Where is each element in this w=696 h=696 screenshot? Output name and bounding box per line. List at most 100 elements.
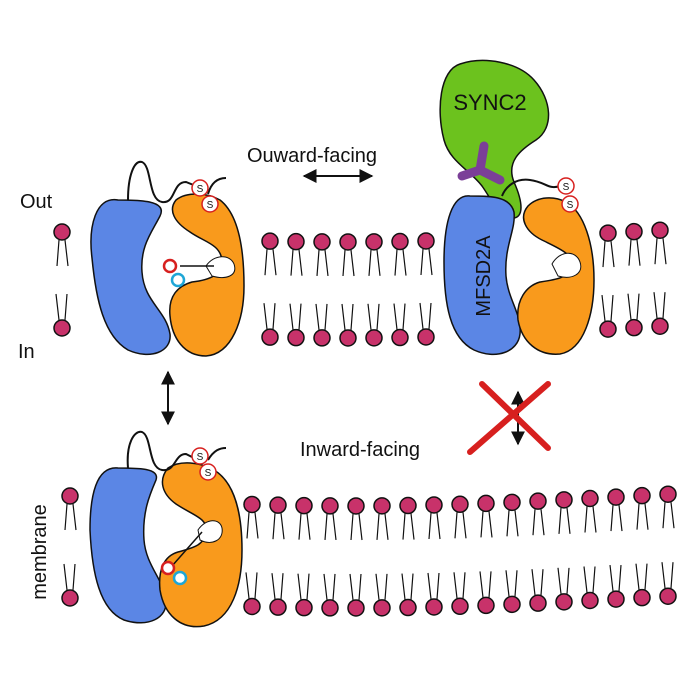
lipid-head-outer: [581, 489, 599, 508]
lipid-head-inner: [599, 320, 617, 338]
lipid-tails: [601, 241, 615, 322]
lipid-head-outer: [451, 495, 469, 514]
lipid-tails: [635, 503, 649, 590]
lipid-head-outer: [243, 495, 261, 514]
mfsd2a-label: MFSD2A: [473, 235, 495, 317]
lipid-tails: [479, 511, 493, 598]
lipid-tails: [349, 513, 363, 601]
lipid-tails: [367, 249, 381, 330]
mfsd2a-pocket: [551, 252, 582, 278]
lipid-head-inner: [391, 328, 409, 347]
label-out: Out: [20, 191, 53, 213]
substrate-tether-inward: [171, 531, 203, 567]
lipid-tails: [375, 513, 389, 600]
lipid-head-outer: [555, 491, 573, 509]
lipid-head-outer: [365, 233, 383, 251]
disulfide-s6: S: [205, 468, 212, 479]
transporter-inward: S S: [89, 430, 243, 628]
label-in: In: [18, 341, 35, 363]
lipid-head-inner: [347, 599, 365, 617]
lipid-head-inner: [287, 328, 305, 347]
lipid-tails: [627, 239, 641, 320]
lipid-head-outer: [651, 221, 669, 239]
disulfide-s2: S: [207, 200, 214, 211]
mfsd2a-blue-domain: [443, 195, 521, 356]
lipid-head-outer: [313, 233, 331, 251]
lipid-head-outer: [607, 488, 625, 506]
lipid-tails: [609, 505, 623, 592]
lipid-tails: [263, 249, 277, 330]
lipid-tails: [315, 249, 329, 330]
disulfide-badge: S S: [191, 179, 219, 213]
lipid-head-inner: [321, 599, 339, 617]
lipid-head-inner: [581, 591, 599, 610]
lipid-head-inner: [477, 596, 495, 615]
sync2-protein: [439, 59, 550, 219]
lipid-head-inner: [651, 317, 669, 335]
disulfide-s5: S: [197, 452, 204, 463]
transporter-outward-left: S S: [90, 160, 245, 357]
lipid-head-outer: [391, 232, 409, 251]
sync2-label: SYNC2: [453, 90, 526, 115]
tail-inward: [207, 447, 227, 461]
lipid-head-inner: [529, 594, 547, 612]
lipid-tails: [419, 248, 433, 330]
lipid-head-outer: [625, 222, 643, 241]
lipid-head-outer: [417, 232, 435, 250]
loop-inward: [126, 430, 195, 472]
lipid-head-inner: [339, 329, 357, 347]
disulfide-s3: S: [563, 182, 570, 193]
blocked-x-icon: [467, 381, 551, 455]
pocket-inward: [197, 520, 223, 543]
lipid-head-outer: [321, 497, 339, 515]
lipid-tails: [271, 513, 285, 600]
disulfide-badge-right: S S: [557, 177, 579, 213]
lipid-head-outer: [339, 233, 357, 251]
mfsd2a-loop: [501, 178, 561, 197]
disulfide-s1: S: [197, 184, 204, 195]
lipid-head-outer: [477, 494, 495, 513]
lipid-head-inner: [451, 597, 469, 616]
transporter-mfsd2a-sync2: SYNC2 MFSD2A S S: [439, 59, 595, 356]
lipid-head-inner: [53, 319, 71, 337]
lipid-tails: [341, 249, 355, 331]
lipid-tails: [297, 513, 311, 600]
glycan: [457, 141, 505, 185]
mfsd2a-orange-domain: [517, 197, 595, 355]
lipid-head-outer: [61, 487, 79, 505]
label-outward-facing: Ouward-facing: [247, 145, 377, 167]
lipid-head-outer: [373, 497, 391, 515]
lipid-tails: [289, 249, 303, 330]
lipid-tails: [393, 249, 407, 330]
lipid-head-inner: [269, 598, 287, 616]
lipid-tails: [531, 509, 545, 596]
blue-domain-inward: [89, 467, 167, 624]
lipid-head-inner: [625, 318, 643, 337]
orange-domain-inward: [158, 462, 243, 628]
lipid-tails: [427, 512, 441, 600]
lipid-head-outer: [269, 496, 287, 514]
lipid-head-inner: [659, 587, 677, 605]
disulfide-badge-inward: S S: [191, 447, 217, 481]
lipid-head-inner: [425, 598, 443, 616]
substrate-red: [162, 258, 178, 274]
lipid-head-inner: [399, 598, 417, 617]
lipid-head-outer: [53, 223, 71, 241]
lipid-head-outer: [633, 486, 651, 505]
substrate-cyan: [170, 272, 186, 288]
lipid-head-inner: [417, 328, 435, 346]
substrate-red-inward: [160, 560, 176, 576]
lipid-tails: [245, 512, 259, 599]
lipid-tails: [401, 513, 415, 600]
lipid-head-outer: [503, 493, 521, 512]
lipid-head-inner: [261, 328, 279, 346]
disulfide-s4: S: [567, 200, 574, 211]
lipid-head-inner: [555, 593, 573, 611]
membrane-bottom: [61, 485, 677, 617]
substrate-cyan-inward: [172, 570, 188, 586]
lipid-head-outer: [261, 232, 279, 250]
lipid-tails: [453, 512, 467, 599]
lipid-head-inner: [313, 329, 331, 347]
lipid-head-inner: [633, 588, 651, 607]
